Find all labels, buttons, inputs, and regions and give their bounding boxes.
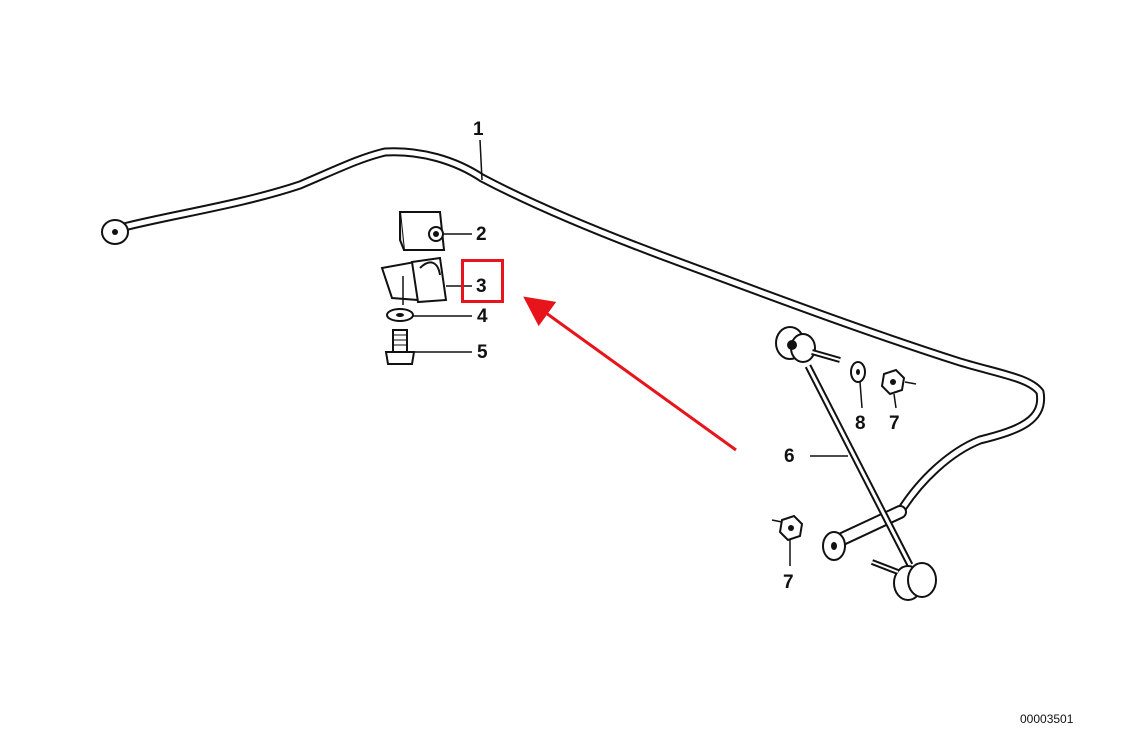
washer-part-8 xyxy=(850,361,866,409)
stabilizer-bar xyxy=(101,147,1046,547)
lower-bushing xyxy=(822,531,846,561)
callout-3[interactable]: 3 xyxy=(476,276,487,297)
callout-2: 2 xyxy=(476,224,487,245)
rubber-mounting-part-2 xyxy=(398,211,472,251)
bracket-part-3 xyxy=(380,256,472,305)
drawing-number: 00003501 xyxy=(1020,712,1074,726)
callout-4: 4 xyxy=(477,306,488,327)
stabilizer-link-part-6 xyxy=(775,326,937,601)
callout-6: 6 xyxy=(784,446,795,467)
highlight-box-part-3 xyxy=(461,259,504,303)
washer-part-4 xyxy=(386,308,472,322)
callout-7-lower: 7 xyxy=(783,572,794,593)
highlight-arrow xyxy=(523,296,737,452)
callout-7-upper: 7 xyxy=(889,413,900,434)
callout-8: 8 xyxy=(855,413,866,434)
callout-1: 1 xyxy=(473,119,484,140)
nut-part-7-lower xyxy=(771,514,804,566)
leader-line-1 xyxy=(479,139,483,181)
bolt-part-5 xyxy=(384,329,472,365)
callout-5: 5 xyxy=(477,342,488,363)
nut-part-7-upper xyxy=(880,368,917,409)
